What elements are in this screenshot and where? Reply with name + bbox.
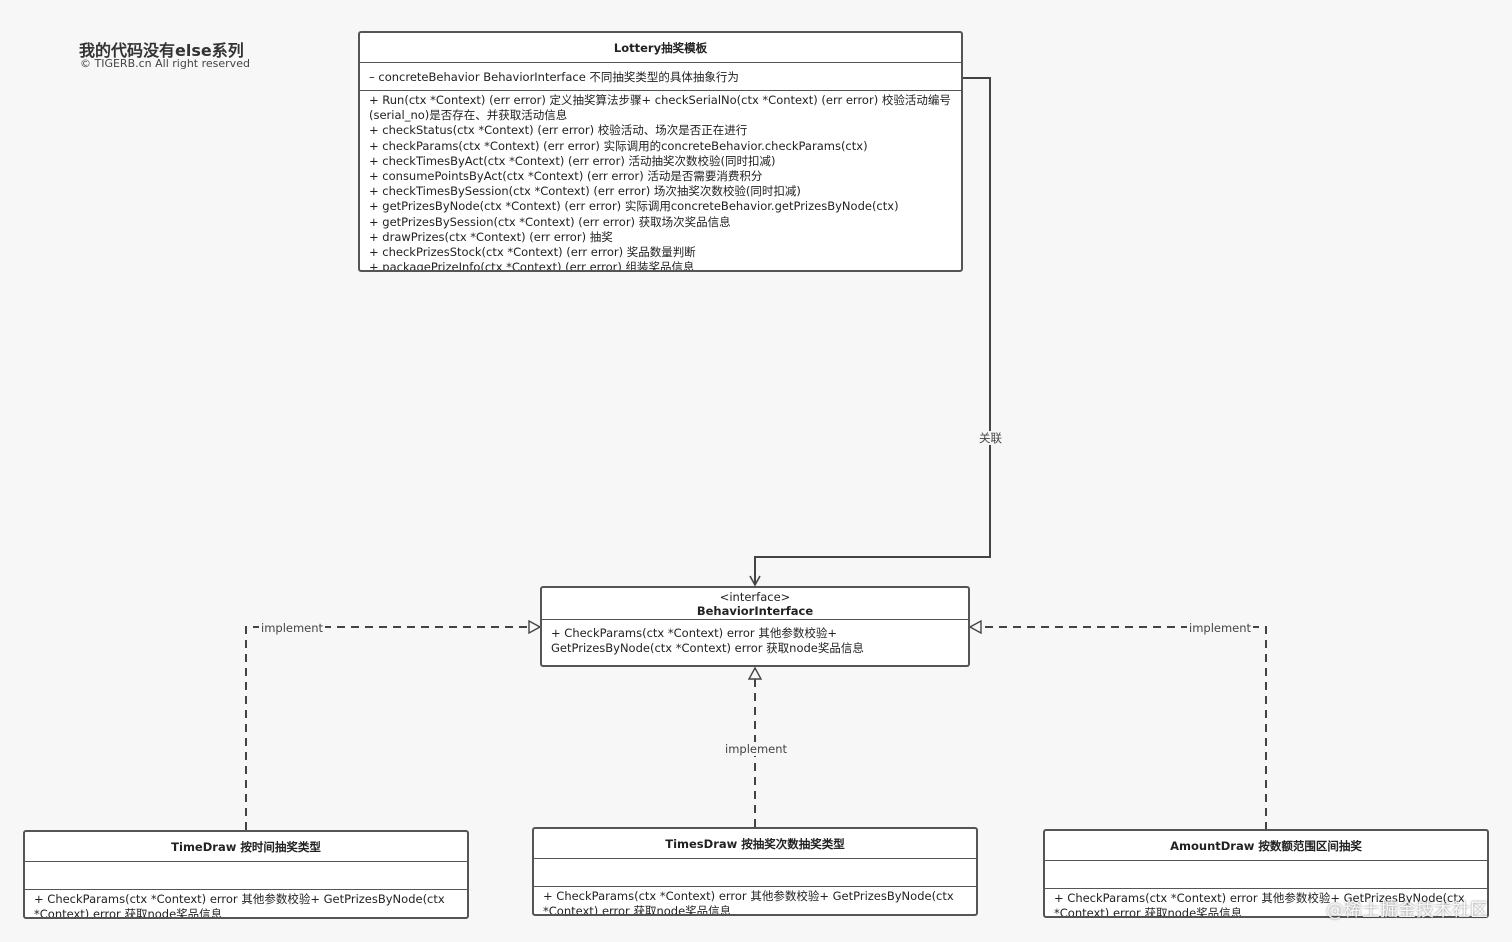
method-item: + Run(ctx *Context) (err error) 定义抽奖算法步骤… bbox=[369, 93, 951, 123]
time-draw-class-box[interactable]: TimeDraw 按时间抽奖类型 + CheckParams(ctx *Cont… bbox=[23, 830, 469, 919]
page-title: 我的代码没有else系列 bbox=[79, 41, 244, 60]
method-item: + checkParams(ctx *Context) (err error) … bbox=[369, 138, 868, 153]
lottery-class-attribute: – concreteBehavior BehaviorInterface 不同抽… bbox=[360, 63, 961, 91]
times-draw-attributes bbox=[534, 859, 976, 887]
time-draw-title: TimeDraw 按时间抽奖类型 bbox=[25, 832, 467, 862]
method-item: + consumePointsByAct(ctx *Context) (err … bbox=[369, 169, 763, 184]
method-item: + checkStatus(ctx *Context) (err error) … bbox=[369, 123, 748, 138]
times-draw-methods: + CheckParams(ctx *Context) error 其他参数校验… bbox=[543, 889, 954, 916]
implement-label-center: implement bbox=[723, 742, 790, 756]
method-item: + checkPrizesStock(ctx *Context) (err er… bbox=[369, 245, 696, 260]
times-draw-class-box[interactable]: TimesDraw 按抽奖次数抽奖类型 + CheckParams(ctx *C… bbox=[532, 827, 978, 916]
behavior-interface-box[interactable]: <interface> BehaviorInterface + CheckPar… bbox=[540, 586, 970, 667]
method-item: + packagePrizeInfo(ctx *Context) (err er… bbox=[369, 260, 695, 272]
implement-line-time-draw bbox=[245, 627, 540, 830]
interface-stereotype: <interface> bbox=[719, 589, 791, 604]
interface-methods: + CheckParams(ctx *Context) error 其他参数校验… bbox=[551, 626, 864, 656]
time-draw-attributes bbox=[25, 862, 467, 890]
times-draw-title: TimesDraw 按抽奖次数抽奖类型 bbox=[534, 829, 976, 859]
amount-draw-attributes bbox=[1045, 861, 1487, 889]
implement-label-right: implement bbox=[1187, 621, 1254, 635]
method-item: + getPrizesByNode(ctx *Context) (err err… bbox=[369, 199, 899, 214]
implement-line-amount-draw bbox=[970, 627, 1267, 830]
implement-label-left: implement bbox=[259, 621, 326, 635]
method-item: + checkTimesByAct(ctx *Context) (err err… bbox=[369, 153, 776, 168]
amount-draw-class-box[interactable]: AmountDraw 按数额范围区间抽奖 + CheckParams(ctx *… bbox=[1043, 829, 1489, 918]
method-item: + getPrizesBySession(ctx *Context) (err … bbox=[369, 214, 731, 229]
watermark: @稀土掘金技术社区 bbox=[1326, 900, 1488, 921]
interface-title: BehaviorInterface bbox=[696, 603, 814, 618]
amount-draw-methods: + CheckParams(ctx *Context) error 其他参数校验… bbox=[1054, 891, 1465, 918]
time-draw-methods: + CheckParams(ctx *Context) error 其他参数校验… bbox=[34, 892, 445, 919]
method-item: + drawPrizes(ctx *Context) (err error) 抽… bbox=[369, 229, 613, 244]
association-label: 关联 bbox=[977, 431, 1004, 445]
lottery-class-title: Lottery抽奖模板 bbox=[360, 33, 961, 63]
amount-draw-title: AmountDraw 按数额范围区间抽奖 bbox=[1045, 831, 1487, 861]
copyright-text: © TIGERB.cn All right reserved bbox=[80, 57, 250, 70]
lottery-class-box[interactable]: Lottery抽奖模板 – concreteBehavior BehaviorI… bbox=[358, 31, 963, 272]
method-item: + checkTimesBySession(ctx *Context) (err… bbox=[369, 184, 801, 199]
lottery-method-list: + Run(ctx *Context) (err error) 定义抽奖算法步骤… bbox=[360, 91, 961, 272]
interface-header: <interface> BehaviorInterface bbox=[542, 588, 968, 620]
